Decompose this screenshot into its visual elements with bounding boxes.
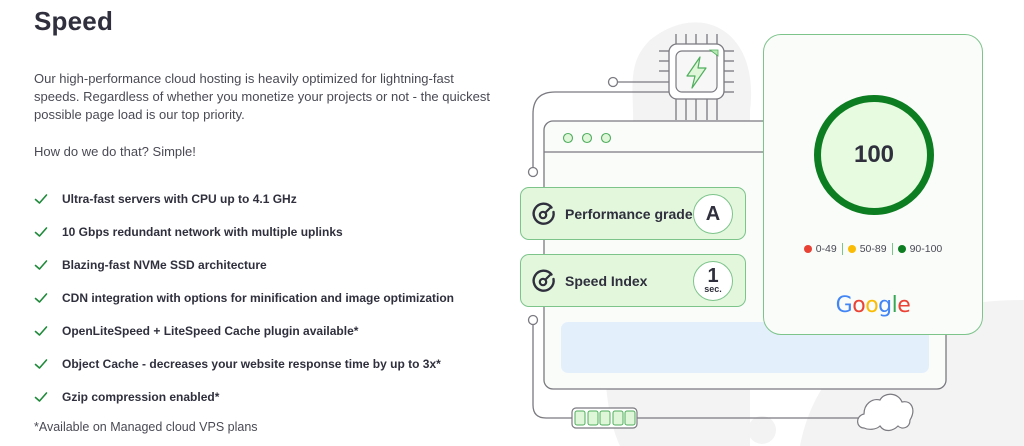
- feature-text: Blazing-fast NVMe SSD architecture: [62, 257, 267, 272]
- feature-item: Gzip compression enabled*: [34, 380, 454, 413]
- google-logo: Google: [764, 293, 982, 318]
- check-icon: [34, 292, 48, 303]
- how-text: How do we do that? Simple!: [34, 144, 196, 159]
- score-legend: 0-49 50-89 90-100: [764, 243, 982, 255]
- footnote: *Available on Managed cloud VPS plans: [34, 420, 258, 434]
- google-logo-letter: e: [897, 293, 911, 318]
- google-logo-letter: o: [852, 293, 866, 318]
- feature-item: 10 Gbps redundant network with multiple …: [34, 215, 454, 248]
- speed-unit: sec.: [704, 284, 722, 294]
- intro-paragraph: Our high-performance cloud hosting is he…: [34, 71, 490, 122]
- google-logo-letter: G: [835, 293, 853, 318]
- metric-label: Speed Index: [565, 272, 648, 289]
- feature-list: Ultra-fast servers with CPU up to 4.1 GH…: [34, 182, 454, 413]
- check-icon: [34, 325, 48, 336]
- feature-text: Ultra-fast servers with CPU up to 4.1 GH…: [62, 191, 297, 206]
- legend-dot-icon: [803, 245, 812, 253]
- speed-value: 1: [707, 265, 719, 287]
- google-logo-letter: l: [891, 293, 898, 318]
- google-logo-letter: o: [865, 293, 879, 318]
- gauge-icon: [532, 202, 555, 225]
- gauge-icon: [532, 269, 555, 292]
- pagespeed-score-card: 100 0-49 50-89 90-100 Google: [763, 34, 983, 335]
- feature-text: Object Cache - decreases your website re…: [62, 356, 441, 371]
- speed-badge: 1 sec.: [693, 260, 733, 301]
- metric-speed-index: Speed Index 1 sec.: [520, 254, 746, 307]
- feature-item: Blazing-fast NVMe SSD architecture: [34, 248, 454, 281]
- lightning-icon: [686, 56, 707, 89]
- legend-dot-icon: [897, 245, 906, 253]
- legend-range: 90-100: [909, 243, 943, 255]
- grade-value: A: [705, 202, 721, 225]
- check-icon: [34, 391, 48, 402]
- legend-separator: [841, 243, 843, 255]
- feature-item: Ultra-fast servers with CPU up to 4.1 GH…: [34, 182, 454, 215]
- feature-item: OpenLiteSpeed + LiteSpeed Cache plugin a…: [34, 314, 454, 347]
- section-title: Speed: [34, 6, 114, 36]
- metric-performance-grade: Performance grade A: [520, 187, 746, 240]
- metric-label: Performance grade: [565, 205, 693, 222]
- legend-separator: [891, 243, 893, 255]
- legend-range: 0-49: [815, 243, 837, 255]
- legend-range: 50-89: [859, 243, 887, 255]
- feature-text: CDN integration with options for minific…: [62, 290, 454, 305]
- speed-illustration: Performance grade A Speed Index 1 sec. 1…: [500, 0, 1024, 446]
- google-logo-letter: g: [878, 293, 892, 318]
- feature-text: Gzip compression enabled*: [62, 389, 220, 404]
- check-icon: [34, 358, 48, 369]
- feature-text: OpenLiteSpeed + LiteSpeed Cache plugin a…: [62, 323, 359, 338]
- feature-text: 10 Gbps redundant network with multiple …: [62, 224, 343, 239]
- cloud-icon: [857, 393, 914, 432]
- score-ring: 100: [814, 95, 934, 215]
- check-icon: [34, 226, 48, 237]
- check-icon: [34, 193, 48, 204]
- battery-icon: [571, 407, 638, 429]
- score-value: 100: [853, 141, 895, 168]
- legend-dot-icon: [847, 245, 856, 253]
- check-icon: [34, 259, 48, 270]
- grade-badge: A: [693, 193, 733, 234]
- feature-item: CDN integration with options for minific…: [34, 281, 454, 314]
- feature-item: Object Cache - decreases your website re…: [34, 347, 454, 380]
